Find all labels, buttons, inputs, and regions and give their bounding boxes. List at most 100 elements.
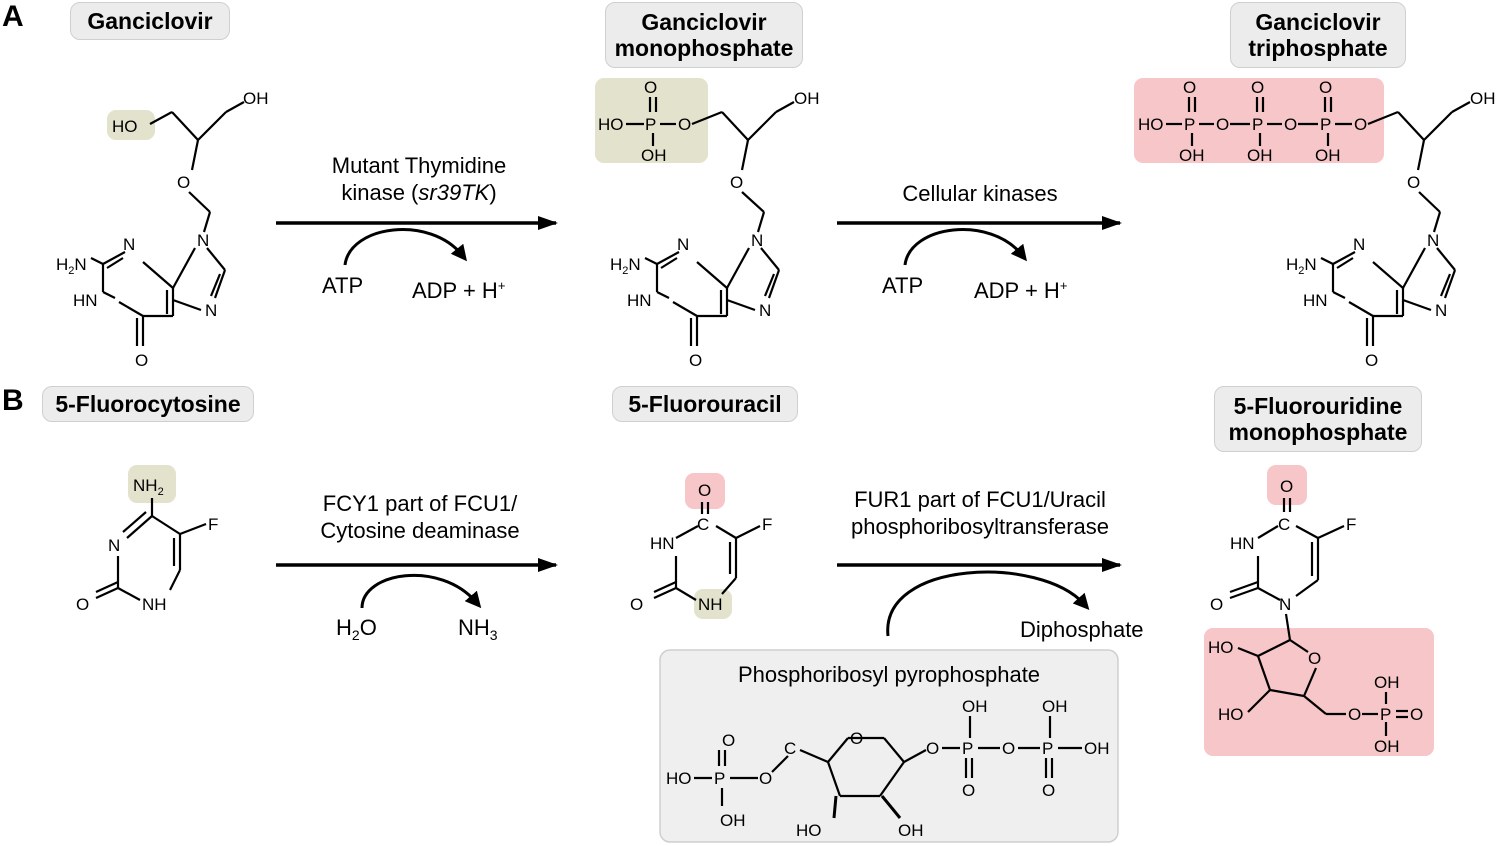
- svg-text:O: O: [1284, 115, 1297, 134]
- ganciclovir-monophosphate-structure: O HO P O OH OH O: [598, 78, 820, 372]
- svg-text:O: O: [1280, 477, 1293, 496]
- svg-text:O: O: [1042, 781, 1055, 800]
- svg-text:NH: NH: [142, 595, 167, 614]
- svg-text:OH: OH: [1470, 89, 1496, 108]
- svg-text:C: C: [1278, 515, 1290, 534]
- gmp-label-line2: monophosphate: [614, 35, 794, 61]
- cofactor-curve-a1: [343, 228, 468, 266]
- reaction-a2-enzyme: Cellular kinases: [902, 181, 1058, 206]
- prpp-structure: HO P O OH O C O HO OH: [666, 697, 1110, 840]
- fump-label-line2: monophosphate: [1228, 419, 1408, 445]
- svg-text:O: O: [630, 595, 643, 614]
- svg-text:O: O: [1183, 78, 1196, 97]
- svg-text:HO: HO: [1218, 705, 1244, 724]
- reaction-a2-products: ADP + H+: [974, 278, 1068, 303]
- prpp-label: Phosphoribosyl pyrophosphate: [737, 662, 1041, 687]
- svg-text:NH2: NH2: [133, 476, 164, 498]
- svg-text:P: P: [962, 739, 973, 758]
- reaction-b2-line1: FUR1 part of FCU1/Uracil: [854, 487, 1106, 512]
- svg-text:O: O: [926, 739, 939, 758]
- svg-text:O: O: [1319, 78, 1332, 97]
- svg-text:O: O: [1348, 705, 1361, 724]
- ganciclovir-triphosphate-label: Ganciclovir triphosphate: [1230, 2, 1406, 68]
- svg-text:O: O: [177, 173, 190, 192]
- svg-text:OH: OH: [794, 89, 820, 108]
- svg-text:P: P: [1042, 739, 1053, 758]
- svg-text:P: P: [645, 115, 656, 134]
- svg-text:HO: HO: [1208, 638, 1234, 657]
- svg-text:HO: HO: [796, 821, 822, 840]
- fluorouridine-monophosphate-structure: O C F N O HN O HO: [1208, 477, 1423, 756]
- svg-text:OH: OH: [962, 697, 988, 716]
- svg-text:O: O: [1002, 739, 1015, 758]
- fluorocytosine-structure: NH2 F NH O N: [76, 476, 218, 614]
- phosphate-highlight: [595, 78, 708, 163]
- fluorocytosine-label: 5-Fluorocytosine: [42, 386, 254, 422]
- svg-text:OH: OH: [1179, 146, 1205, 165]
- fump-label-line1: 5-Fluorouridine: [1233, 393, 1403, 419]
- reaction-b1-line2: Cytosine deaminase: [320, 518, 520, 543]
- ribose-phosphate-highlight: [1204, 628, 1434, 756]
- reaction-a1-products: ADP + H+: [412, 278, 506, 303]
- svg-text:OH: OH: [1042, 697, 1068, 716]
- panel-b-letter: B: [2, 384, 24, 417]
- svg-text:O: O: [76, 595, 89, 614]
- gmp-label-line1: Ganciclovir: [641, 9, 767, 35]
- svg-text:O: O: [1410, 705, 1423, 724]
- svg-text:N: N: [1279, 595, 1291, 614]
- svg-text:O: O: [1251, 78, 1264, 97]
- svg-text:OH: OH: [720, 811, 746, 830]
- cofactor-curve-b2: [886, 570, 1090, 637]
- gtp-label-line1: Ganciclovir: [1255, 9, 1381, 35]
- svg-text:O: O: [678, 115, 691, 134]
- reaction-b2-line2: phosphoribosyltransferase: [850, 514, 1110, 539]
- svg-text:HN: HN: [1230, 534, 1255, 553]
- cofactor-curve-a2: [903, 228, 1028, 266]
- carbonyl-highlight-fu: [685, 473, 725, 509]
- svg-text:P: P: [1252, 115, 1263, 134]
- svg-text:HN: HN: [650, 534, 675, 553]
- ganciclovir-label: Ganciclovir: [70, 2, 230, 40]
- reaction-b1-enzyme: FCY1 part of FCU1/ Cytosine deaminase: [290, 490, 550, 544]
- svg-text:O: O: [1216, 115, 1229, 134]
- svg-text:OH: OH: [1247, 146, 1273, 165]
- reaction-a1-line1: Mutant Thymidine: [331, 153, 507, 178]
- svg-text:O: O: [759, 769, 772, 788]
- svg-text:C: C: [697, 515, 709, 534]
- svg-text:F: F: [762, 515, 772, 534]
- nh-highlight: [694, 589, 732, 619]
- ganciclovir-triphosphate-structure: HO P O OH O P O OH O P O OH O: [1138, 78, 1496, 372]
- svg-text:HO: HO: [666, 769, 692, 788]
- svg-text:OH: OH: [898, 821, 924, 840]
- reaction-b1-water: H2O: [336, 615, 377, 644]
- reaction-b1-line1: FCY1 part of FCU1/: [322, 491, 518, 516]
- svg-text:P: P: [1320, 115, 1331, 134]
- reaction-a1-enzyme: Mutant Thymidine kinase (sr39TK): [290, 152, 548, 206]
- fluorouracil-label: 5-Fluorouracil: [612, 386, 798, 422]
- ho-highlight: [107, 110, 155, 140]
- svg-text:OH: OH: [1374, 737, 1400, 756]
- svg-text:OH: OH: [1374, 673, 1400, 692]
- fluorouracil-structure: O C F NH O HN: [630, 481, 772, 614]
- svg-text:OH: OH: [1315, 146, 1341, 165]
- svg-text:N: N: [108, 536, 120, 555]
- svg-text:P: P: [714, 769, 725, 788]
- svg-text:C: C: [784, 739, 796, 758]
- svg-text:P: P: [1184, 115, 1195, 134]
- ganciclovir-structure: HO OH O: [54, 89, 269, 372]
- reaction-a1-atp: ATP: [322, 273, 364, 298]
- svg-text:P: P: [1380, 705, 1391, 724]
- svg-text:HO: HO: [1138, 115, 1164, 134]
- svg-text:OH: OH: [641, 146, 667, 165]
- svg-text:OH: OH: [1084, 739, 1110, 758]
- svg-text:HO: HO: [598, 115, 624, 134]
- svg-text:O: O: [644, 78, 657, 97]
- reaction-b2-diphosphate: Diphosphate: [1020, 617, 1144, 642]
- svg-text:NH: NH: [698, 595, 723, 614]
- svg-text:O: O: [850, 729, 863, 748]
- svg-text:F: F: [208, 515, 218, 534]
- carbonyl-highlight-fump: [1267, 465, 1307, 505]
- triphosphate-highlight: [1134, 78, 1384, 163]
